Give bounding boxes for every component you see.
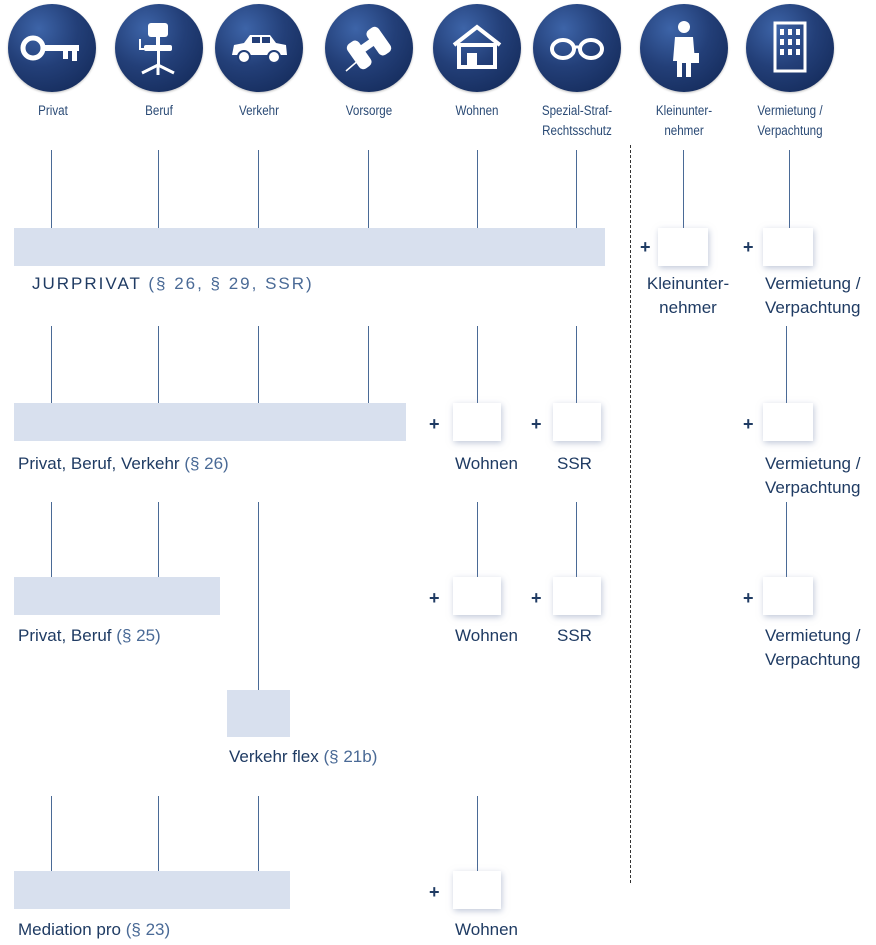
product-paragraph: (§ 26, § 29, SSR) <box>148 274 314 293</box>
addon-box-vermietung <box>763 577 813 615</box>
addon-box-wohnen <box>453 871 501 909</box>
connector-line <box>258 150 259 228</box>
mediation-bar <box>14 871 290 909</box>
house-icon <box>452 24 502 69</box>
connector-line <box>683 150 684 228</box>
jurprivat-bar <box>14 228 605 266</box>
connector-line <box>786 502 787 577</box>
category-icon-wohnen <box>433 4 521 92</box>
connector-line <box>158 150 159 228</box>
product-paragraph: (§ 21b) <box>323 747 378 766</box>
pb-label: Privat, Beruf (§ 25) <box>18 624 161 648</box>
addon-label-wohnen: Wohnen <box>455 920 519 939</box>
connector-line <box>576 150 577 228</box>
category-icon-verkehr <box>215 4 303 92</box>
plus-sign: + <box>531 588 542 608</box>
dashed-separator <box>630 145 631 883</box>
pbv-bar <box>14 403 406 441</box>
connector-line <box>158 502 159 577</box>
category-label-beruf: Beruf <box>145 103 173 118</box>
addon-label-ssr: SSR <box>557 454 592 473</box>
plus-sign: + <box>640 237 651 257</box>
addon-box-vermietung <box>763 228 813 266</box>
car-icon <box>232 35 287 64</box>
category-label-privat: Privat <box>38 103 68 118</box>
connector-line <box>258 502 259 690</box>
building-icon <box>773 21 807 73</box>
pb-bar <box>14 577 220 615</box>
addon-label-wohnen: Wohnen <box>455 454 519 473</box>
office-chair-icon <box>139 23 175 75</box>
connector-line <box>158 796 159 871</box>
plus-sign: + <box>743 414 754 434</box>
plus-sign: + <box>429 882 440 902</box>
addon-box-vermietung <box>763 403 813 441</box>
connector-line <box>789 150 790 228</box>
connector-line <box>368 150 369 228</box>
category-label-verkehr: Verkehr <box>238 103 280 118</box>
connector-line <box>477 326 478 403</box>
addon-box-kleinunternehmer <box>658 228 708 266</box>
connector-line <box>258 796 259 871</box>
product-name: Privat, Beruf <box>18 626 112 645</box>
verkehr-flex-label: Verkehr flex (§ 21b) <box>229 745 377 769</box>
pbv-label: Privat, Beruf, Verkehr (§ 26) <box>18 452 229 476</box>
category-label-spezial-straf: Spezial-Straf- Rechtsschutz <box>541 103 613 138</box>
connector-line <box>477 796 478 871</box>
category-icon-spezial-straf-rechtsschutz <box>533 4 621 92</box>
addon-label-vermietung: Vermietung / Verpachtung <box>765 274 861 317</box>
plus-sign: + <box>743 237 754 257</box>
product-paragraph: (§ 26) <box>184 454 229 473</box>
category-label-vorsorge: Vorsorge <box>345 103 393 118</box>
connector-line <box>51 502 52 577</box>
category-label-wohnen: Wohnen <box>455 103 499 118</box>
category-icon-privat <box>8 4 96 92</box>
addon-box-wohnen <box>453 403 501 441</box>
connector-line <box>368 326 369 403</box>
category-icon-beruf <box>115 4 203 92</box>
category-label-vermietung: Vermietung / Verpachtung <box>757 103 823 138</box>
connector-line <box>477 150 478 228</box>
product-name: Mediation pro <box>18 920 122 939</box>
addon-label-wohnen: Wohnen <box>455 626 519 645</box>
connector-line <box>576 502 577 577</box>
plus-sign: + <box>429 414 440 434</box>
category-icon-vorsorge <box>325 4 413 92</box>
product-paragraph: (§ 25) <box>116 626 161 645</box>
addon-box-ssr <box>553 577 601 615</box>
mediation-label: Mediation pro (§ 23) <box>18 918 170 942</box>
product-name: JURPRIVAT <box>32 274 142 293</box>
category-label-kleinunternehmer: Kleinunter- nehmer <box>655 103 713 138</box>
connector-line <box>477 502 478 577</box>
connector-line <box>258 326 259 403</box>
category-icon-vermietung <box>746 4 834 92</box>
plus-sign: + <box>429 588 440 608</box>
handcuffs-icon <box>550 38 604 60</box>
plus-sign: + <box>743 588 754 608</box>
addon-label-vermietung: Vermietung / Verpachtung <box>765 626 861 669</box>
verkehr-flex-bar <box>227 690 290 737</box>
product-name: Verkehr flex <box>229 747 319 766</box>
connector-line <box>51 796 52 871</box>
addon-label-vermietung: Vermietung / Verpachtung <box>765 454 861 497</box>
key-icon <box>20 35 79 61</box>
connector-line <box>158 326 159 403</box>
connector-line <box>576 326 577 403</box>
jurprivat-label: JURPRIVAT (§ 26, § 29, SSR) <box>32 272 314 296</box>
addon-label-ssr: SSR <box>557 626 592 645</box>
businessman-icon <box>673 21 699 77</box>
category-icon-kleinunternehmer <box>640 4 728 92</box>
product-paragraph: (§ 23) <box>125 920 171 939</box>
connector-line <box>51 150 52 228</box>
binoculars-icon <box>345 26 392 72</box>
connector-line <box>786 326 787 403</box>
product-name: Privat, Beruf, Verkehr <box>18 454 180 473</box>
addon-box-ssr <box>553 403 601 441</box>
plus-sign: + <box>531 414 542 434</box>
connector-line <box>51 326 52 403</box>
addon-label-kleinunternehmer: Kleinunter- nehmer <box>646 274 730 317</box>
addon-box-wohnen <box>453 577 501 615</box>
